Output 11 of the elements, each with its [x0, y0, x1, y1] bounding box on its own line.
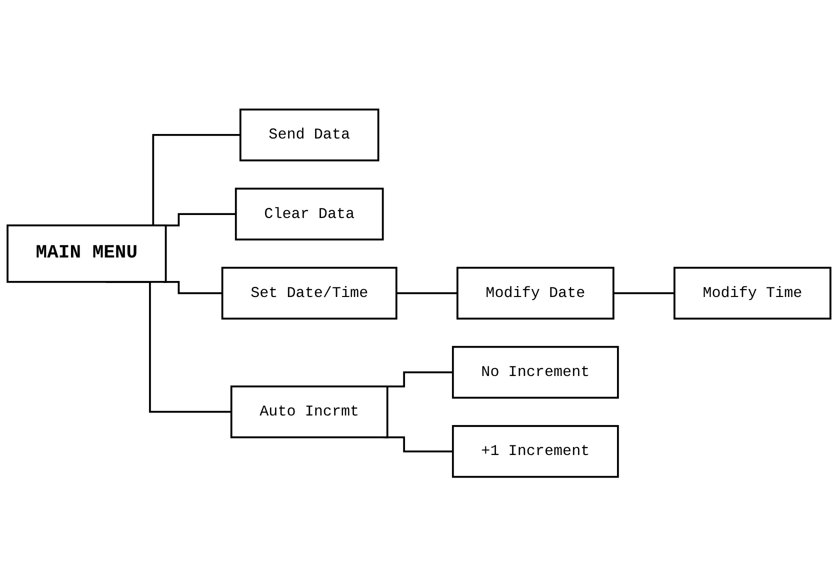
- node-box: Clear Data: [234, 188, 384, 240]
- node-box: No Increment: [452, 346, 619, 398]
- node-box: +1 Increment: [452, 424, 619, 478]
- node-box: Auto Incrmt: [230, 385, 388, 438]
- node-box: Set Date/Time: [221, 266, 398, 320]
- connector: [396, 292, 458, 294]
- node-box: MAIN MENU: [6, 224, 167, 283]
- node-box: Send Data: [239, 108, 380, 162]
- connector: [613, 292, 674, 294]
- node-box: Modify Date: [456, 266, 614, 320]
- node-box: Modify Time: [674, 266, 832, 320]
